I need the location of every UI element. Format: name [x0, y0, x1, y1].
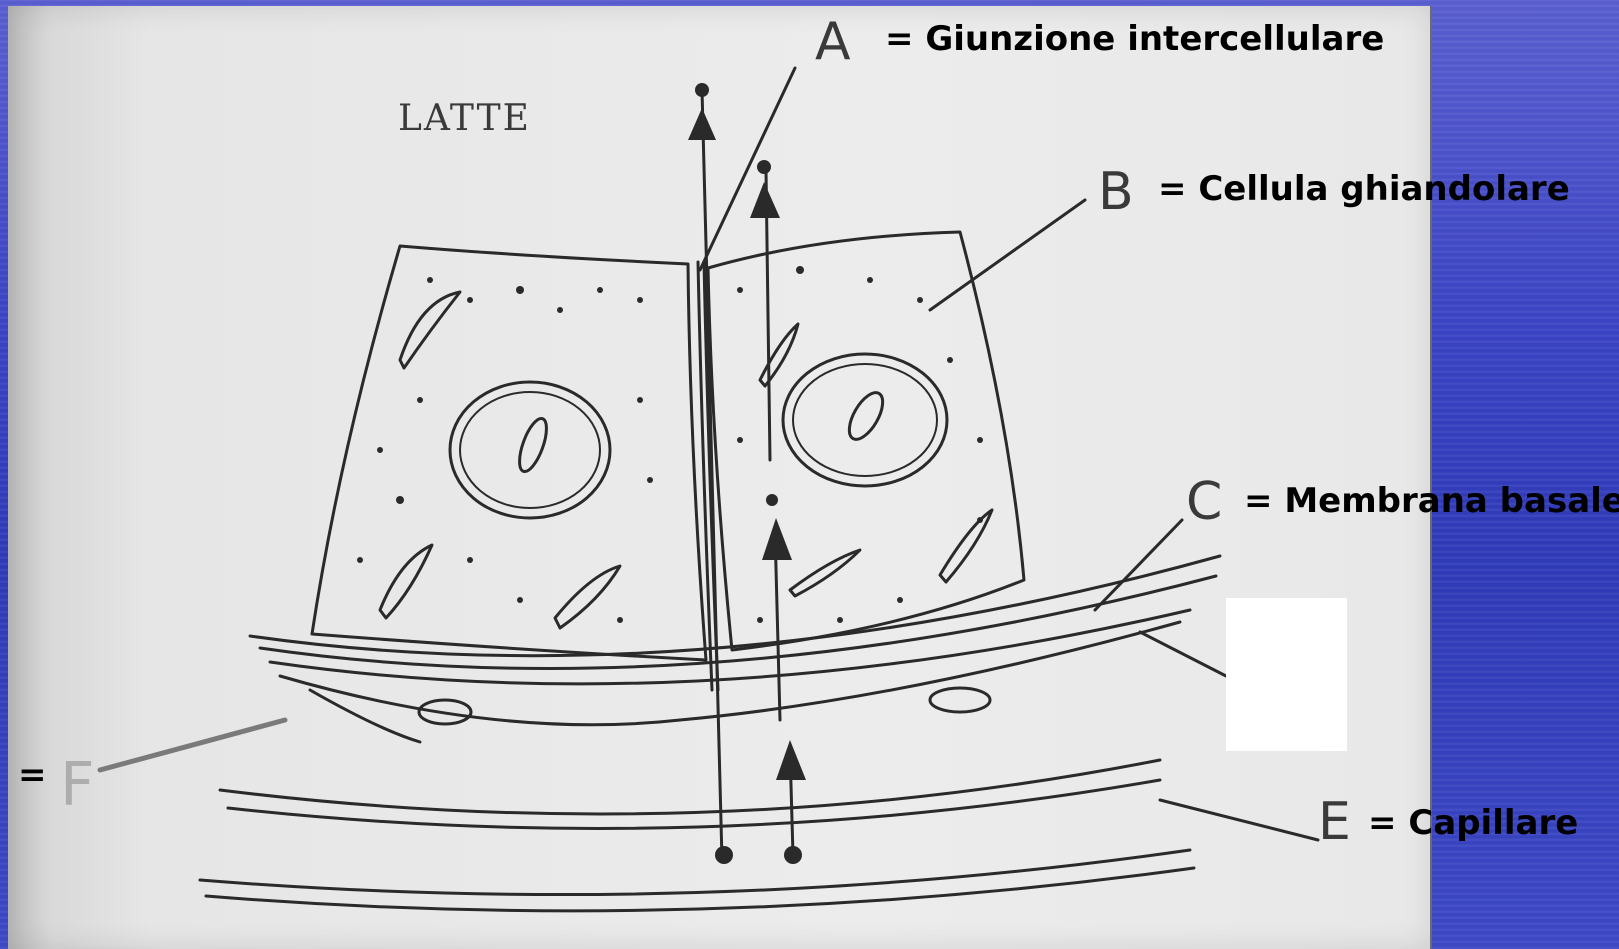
pointer-f — [100, 720, 285, 770]
letter-b: B — [1098, 166, 1134, 218]
letter-c: C — [1186, 476, 1222, 528]
caption-b: = Cellula ghiandolare — [1158, 172, 1570, 206]
caption-c: = Membrana basale — [1244, 484, 1619, 518]
letter-f: F — [60, 750, 95, 820]
pointer-b — [930, 200, 1085, 310]
pointer-a — [700, 68, 795, 270]
left-nucleus — [450, 382, 610, 518]
letter-e: E — [1318, 796, 1351, 848]
capillary-wall — [220, 760, 1160, 814]
caption-a: = Giunzione intercellulare — [885, 22, 1384, 56]
caption-f: = — [18, 758, 47, 792]
letter-a: A — [815, 16, 851, 68]
caption-e: = Capillare — [1368, 806, 1578, 840]
milk-label: LATTE — [398, 98, 531, 139]
blank-label-box — [1226, 598, 1347, 751]
right-nucleus — [783, 354, 947, 486]
right-cell-outline — [708, 232, 1024, 650]
left-cell-outline — [312, 246, 706, 660]
pointer-e — [1160, 800, 1318, 840]
